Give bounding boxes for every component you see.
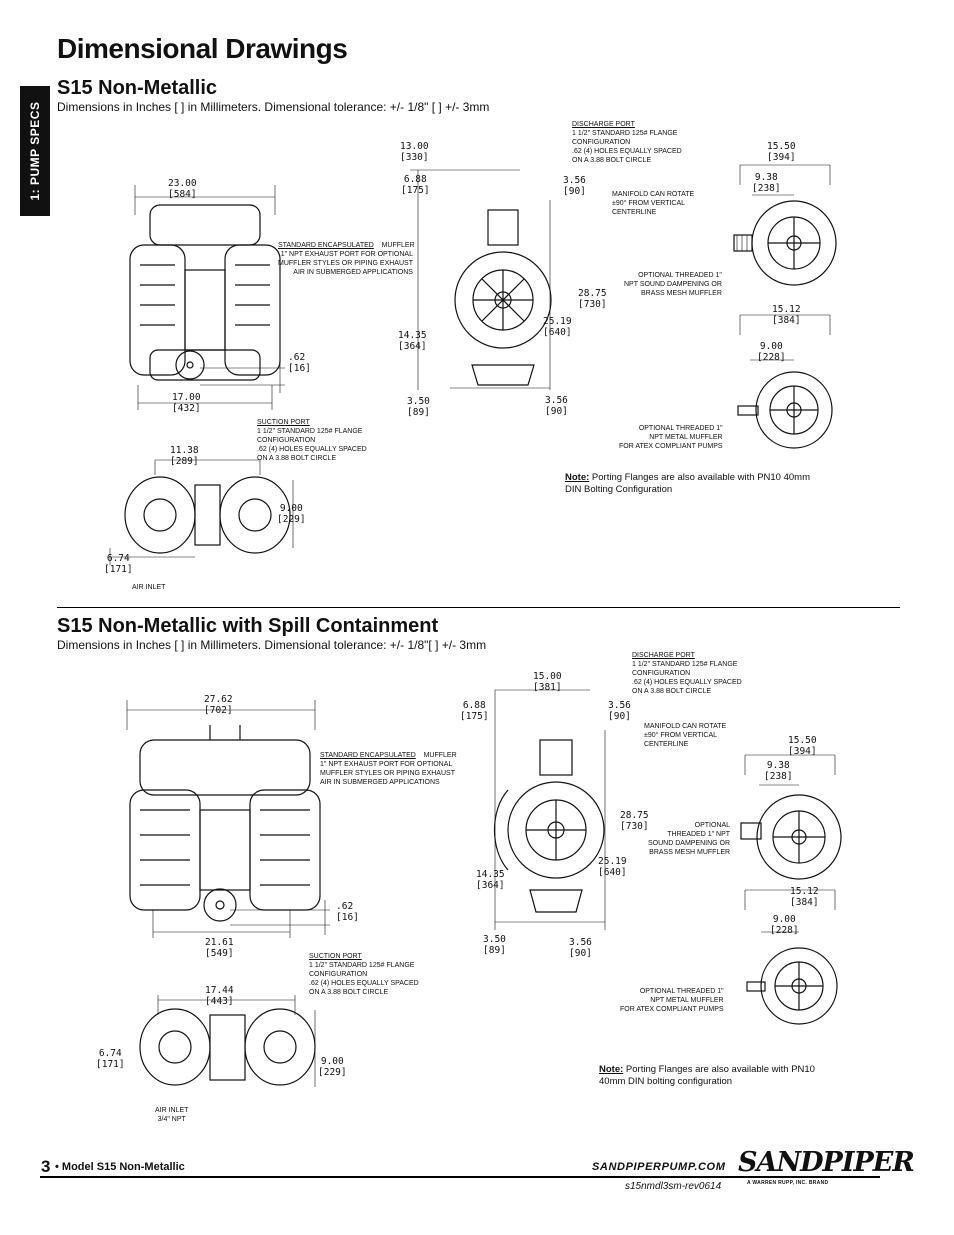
s2-side-view-drawing [493, 689, 606, 930]
s2-note-text: Porting Flanges are also available with … [599, 1064, 815, 1087]
side-tab-pump-specs[interactable]: 1: PUMP SPECS [20, 86, 50, 216]
s2-muffler-label: STANDARD ENCAPSULATED MUFFLER 1" NPT EXHA… [320, 751, 457, 787]
footer-website-link[interactable]: SANDPIPERPUMP.COM [592, 1161, 726, 1173]
s2-dim-21-61: 21.61 [549] [205, 937, 234, 959]
s2-dim-3-50: 3.50 [89] [483, 934, 506, 956]
section1-subtitle: Dimensions in Inches [ ] in Millimeters.… [57, 100, 490, 114]
s1-dim-9-38: 9.38 [238] [752, 172, 781, 194]
side-tab-label: 1: PUMP SPECS [28, 101, 42, 201]
s2-dim-6-74: 6.74 [171] [96, 1048, 125, 1070]
s1-end-view-sound-muffler-drawing [733, 164, 837, 286]
s2-dim-6-88: 6.88 [175] [460, 700, 489, 722]
s1-muffler-title: STANDARD ENCAPSULATED [278, 242, 374, 249]
s1-dim-3-56-bottom: 3.56 [90] [545, 395, 568, 417]
s2-optional-metal-muffler-label: OPTIONAL THREADED 1" NPT METAL MUFFLER F… [620, 988, 724, 1013]
s1-dim-9-00-top: 9.00 [229] [277, 503, 306, 525]
s1-note-label: Note: [565, 472, 590, 483]
s1-suction-port-body: 1 1/2" STANDARD 125# FLANGE CONFIGURATIO… [257, 428, 367, 462]
s2-end-view-sound-muffler-drawing [740, 754, 842, 880]
s2-suction-port-body: 1 1/2" STANDARD 125# FLANGE CONFIGURATIO… [309, 962, 419, 996]
sandpiper-logo-subtext: A WARREN RUPP, INC. BRAND [747, 1180, 829, 1186]
s2-dim-3-56-bottom: 3.56 [90] [569, 937, 592, 959]
s2-dim-9-00-top: 9.00 [229] [318, 1056, 347, 1078]
s1-dim-15-12: 15.12 [384] [772, 304, 801, 326]
s2-dim-15-00: 15.00 [381] [533, 671, 562, 693]
s2-muffler-body: 1" NPT EXHAUST PORT FOR OPTIONAL MUFFLER… [320, 761, 455, 786]
s1-discharge-port-label: DISCHARGE PORT 1 1/2" STANDARD 125# FLANG… [572, 120, 682, 165]
s1-discharge-port-title: DISCHARGE PORT [572, 121, 635, 128]
s2-discharge-port-title: DISCHARGE PORT [632, 652, 695, 659]
s2-dim-27-62: 27.62 [702] [204, 694, 233, 716]
s2-manifold-label: MANIFOLD CAN ROTATE ±90° FROM VERTICAL C… [644, 723, 727, 748]
s2-note-label: Note: [599, 1064, 624, 1075]
s1-front-view-drawing [129, 185, 285, 410]
page-title: Dimensional Drawings [57, 33, 348, 64]
s2-suction-port-title: SUCTION PORT [309, 953, 362, 960]
s1-dim-17-00: 17.00 [432] [172, 392, 201, 414]
s2-dim-9-00-bottom: 9.00 [228] [770, 914, 799, 936]
s2-muffler-title: STANDARD ENCAPSULATED [320, 752, 416, 759]
section2-heading: S15 Non-Metallic with Spill Containment [57, 615, 439, 637]
s1-dim-23-00: 23.00 [584] [168, 178, 197, 200]
s1-note-text: Porting Flanges are also available with … [565, 472, 811, 495]
section1-heading: S15 Non-Metallic [57, 77, 218, 99]
page-number: 3 [41, 1157, 51, 1176]
section-divider [57, 607, 900, 608]
s2-dim-14-35: 14.35 [364] [476, 869, 505, 891]
s2-dim-3-56-top: 3.56 [90] [608, 700, 631, 722]
s2-end-view-metal-muffler-drawing [744, 889, 838, 1025]
footer-revision: s15nmdl3sm-rev0614 [625, 1181, 722, 1192]
s1-muffler-label: STANDARD ENCAPSULATED MUFFLER 1" NPT EXHA… [278, 241, 415, 277]
s2-top-view-drawing [139, 995, 316, 1087]
s1-dim-6-74: 6.74 [171] [104, 553, 133, 575]
sandpiper-logo: SANDPIPER [738, 1147, 915, 1178]
s2-dim-15-12: 15.12 [384] [790, 886, 819, 908]
s1-dim-28-75: 28.75 [730] [578, 288, 607, 310]
s2-dim-15-50: 15.50 [394] [788, 735, 817, 757]
s1-end-view-metal-muffler-drawing [737, 314, 833, 449]
s1-dim-0-62: .62 [16] [288, 352, 311, 374]
s2-air-inlet-label: AIR INLET 3/4" NPT [155, 1107, 189, 1123]
s2-muffler-word: MUFFLER [423, 752, 457, 759]
s2-dim-17-44: 17.44 [443] [205, 985, 234, 1007]
s2-optional-sound-muffler-label: OPTIONAL THREADED 1" NPT SOUND DAMPENING… [648, 822, 731, 856]
s1-dim-25-19: 25.19 [640] [543, 316, 572, 338]
s2-discharge-port-body: 1 1/2" STANDARD 125# FLANGE CONFIGURATIO… [632, 661, 742, 695]
s1-muffler-body: 1" NPT EXHAUST PORT FOR OPTIONAL MUFFLER… [278, 251, 413, 276]
s1-muffler-word: MUFFLER [381, 242, 415, 249]
footer-model: • Model S15 Non-Metallic [55, 1161, 185, 1173]
s1-top-view-drawing [109, 459, 294, 565]
s1-side-view-drawing [410, 169, 552, 390]
s2-dim-0-62: .62 [16] [336, 901, 359, 923]
s1-optional-sound-muffler-label: OPTIONAL THREADED 1" NPT SOUND DAMPENING… [624, 272, 722, 297]
s1-air-inlet-label: AIR INLET [132, 584, 166, 591]
section2-subtitle: Dimensions in Inches [ ] in Millimeters.… [57, 638, 487, 652]
s1-dim-13-00: 13.00 [330] [400, 141, 429, 163]
s1-note: Note: Porting Flanges are also available… [565, 472, 810, 496]
s1-discharge-port-body: 1 1/2" STANDARD 125# FLANGE CONFIGURATIO… [572, 130, 682, 164]
s2-note: Note: Porting Flanges are also available… [599, 1064, 815, 1088]
s2-suction-port-label: SUCTION PORT 1 1/2" STANDARD 125# FLANGE … [309, 952, 419, 997]
s2-discharge-port-label: DISCHARGE PORT 1 1/2" STANDARD 125# FLANG… [632, 651, 742, 696]
footer-rule [40, 1176, 880, 1178]
s1-suction-port-title: SUCTION PORT [257, 419, 310, 426]
s1-dim-15-50: 15.50 [394] [767, 141, 796, 163]
s2-front-view-drawing [126, 700, 330, 938]
s1-dim-6-88: 6.88 [175] [401, 174, 430, 196]
s1-dim-9-00-bottom: 9.00 [228] [757, 341, 786, 363]
s2-dim-9-38: 9.38 [238] [764, 760, 793, 782]
s1-suction-port-label: SUCTION PORT 1 1/2" STANDARD 125# FLANGE … [257, 418, 367, 463]
s1-dim-3-56-top: 3.56 [90] [563, 175, 586, 197]
s1-dim-11-38: 11.38 [289] [170, 445, 199, 467]
s1-optional-metal-muffler-label: OPTIONAL THREADED 1" NPT METAL MUFFLER F… [619, 425, 723, 450]
s1-dim-14-35: 14.35 [364] [398, 330, 427, 352]
s2-dim-25-19: 25.19 [640] [598, 856, 627, 878]
s2-dim-28-75: 28.75 [730] [620, 810, 649, 832]
s1-dim-3-50: 3.50 [89] [407, 396, 430, 418]
s1-manifold-label: MANIFOLD CAN ROTATE ±90° FROM VERTICAL C… [612, 191, 695, 216]
